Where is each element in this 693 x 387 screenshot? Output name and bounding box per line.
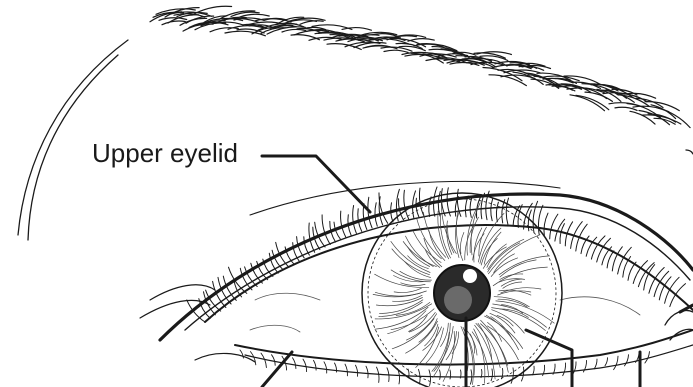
- upper-eyelid-label: Upper eyelid: [92, 138, 238, 169]
- upper-eyelid-leader-line: [262, 156, 370, 212]
- pupil: [434, 265, 490, 321]
- lower-eyelid: [235, 330, 693, 377]
- eyebrow: [150, 6, 690, 127]
